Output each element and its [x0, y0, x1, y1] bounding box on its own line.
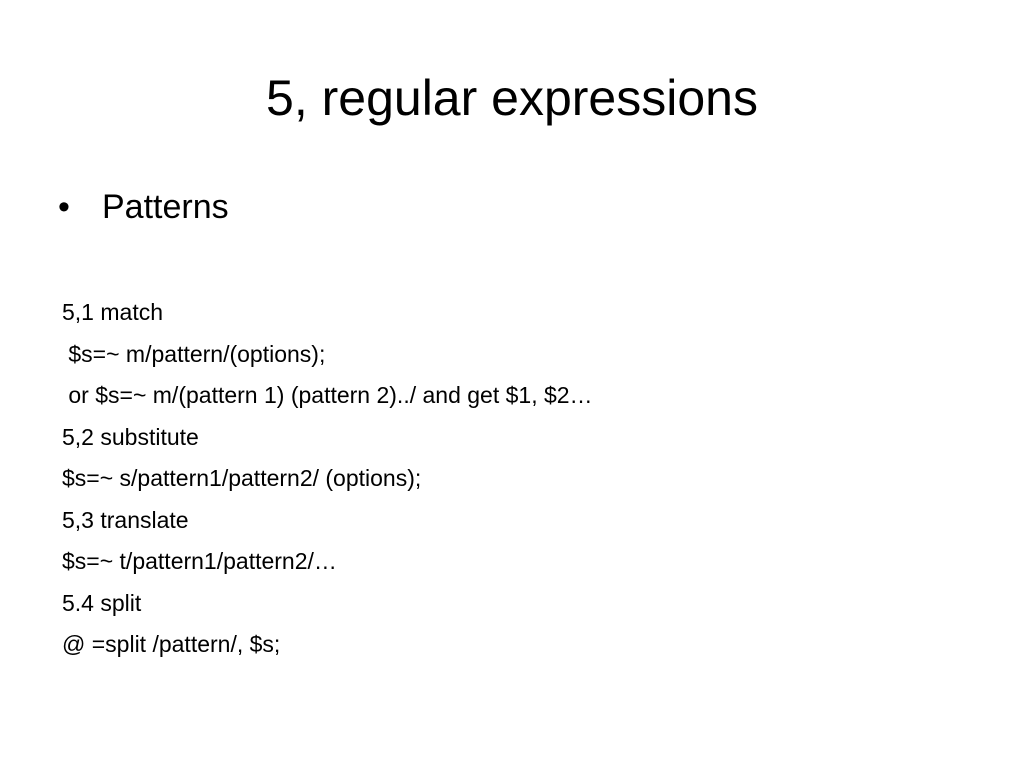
bullet-text: Patterns — [102, 188, 229, 226]
line-match-heading: 5,1 match — [62, 299, 163, 325]
bullet-item-patterns: • Patterns — [58, 184, 229, 230]
slide-title: 5, regular expressions — [266, 70, 758, 126]
line-split-heading: 5.4 split — [62, 589, 142, 616]
line-substitute-heading: 5,2 substitute — [62, 423, 199, 450]
line-translate-heading: 5,3 translate — [62, 506, 189, 533]
line-split-syntax: @ =split /pattern/, $s; — [62, 631, 281, 657]
content-lines: 5,1 match $s=~ m/pattern/(options); or $… — [62, 292, 593, 666]
line-match-syntax: $s=~ m/pattern/(options); — [62, 340, 326, 367]
line-substitute-syntax: $s=~ s/pattern1/pattern2/ (options); — [62, 465, 422, 491]
line-translate-syntax: $s=~ t/pattern1/pattern2/… — [62, 548, 337, 574]
bullet-marker: • — [58, 188, 70, 226]
line-match-groups: or $s=~ m/(pattern 1) (pattern 2)../ and… — [62, 382, 593, 408]
